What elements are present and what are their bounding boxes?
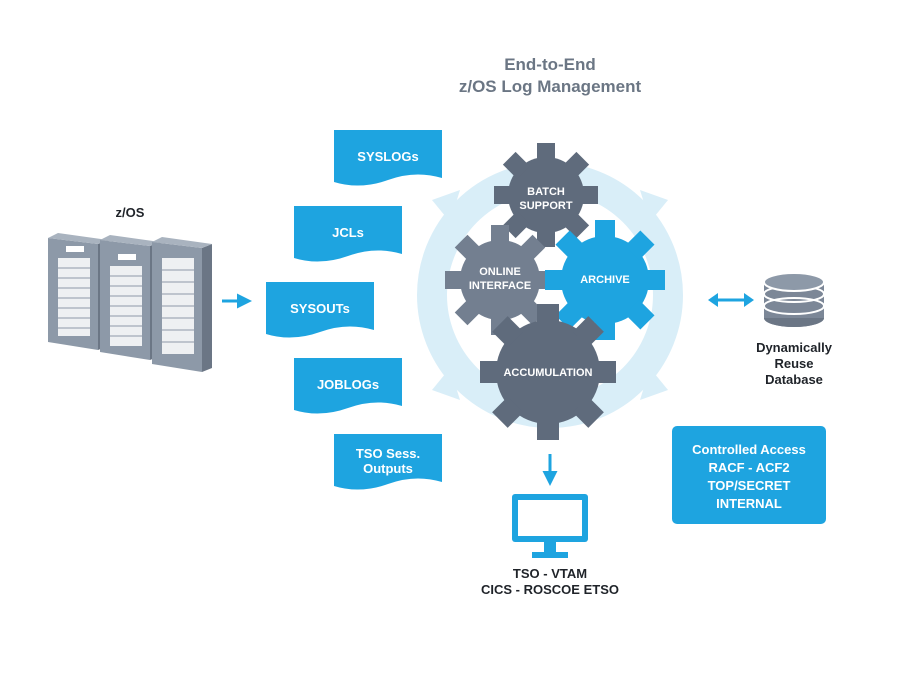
gear-label-accumulation: ACCUMULATION bbox=[503, 367, 593, 379]
database-label-line1: Dynamically bbox=[756, 340, 832, 355]
monitor-label-line1: TSO - VTAM bbox=[512, 566, 588, 581]
gear-label-batch-line1: BATCH bbox=[527, 186, 565, 198]
access-line-3: TOP/SECRET bbox=[707, 478, 791, 493]
database-icon bbox=[763, 272, 825, 327]
doc-label-sysouts: SYSOUTs bbox=[290, 301, 350, 316]
database-label-line3: Database bbox=[765, 372, 823, 387]
gear-label-batch-line2: SUPPORT bbox=[519, 200, 573, 212]
doc-shape-joblogs bbox=[294, 358, 402, 414]
server-rack-icon bbox=[48, 233, 212, 372]
diagram-title-line2: z/OS Log Management bbox=[458, 77, 642, 96]
gear-label-online-line2: INTERFACE bbox=[468, 280, 532, 292]
gear-label-archive: ARCHIVE bbox=[580, 274, 630, 286]
doc-label-syslogs: SYSLOGs bbox=[357, 149, 419, 164]
doc-label-jcls: JCLs bbox=[332, 225, 364, 240]
database-label-line2: Reuse bbox=[774, 356, 814, 371]
diagram-title-line1: End-to-End bbox=[504, 55, 596, 74]
controlled-access-box bbox=[672, 426, 826, 524]
access-line-2: RACF - ACF2 bbox=[708, 460, 790, 475]
gear-label-online-line1: ONLINE bbox=[479, 266, 521, 278]
monitor-icon bbox=[512, 494, 588, 558]
doc-label-joblogs: JOBLOGs bbox=[316, 377, 380, 392]
gear-shapes bbox=[445, 143, 665, 440]
double-arrow-icon bbox=[708, 293, 754, 307]
doc-label-tso-line1: TSO Sess. bbox=[355, 446, 421, 461]
doc-label-tso-line2: Outputs bbox=[363, 461, 413, 476]
zos-label: z/OS bbox=[115, 205, 145, 220]
monitor-label-line2: CICS - ROSCOE ETSO bbox=[481, 582, 619, 597]
access-line-4: INTERNAL bbox=[716, 496, 782, 511]
doc-shape-syslogs bbox=[334, 130, 442, 186]
access-line-1: Controlled Access bbox=[692, 442, 806, 457]
doc-shape-tso bbox=[334, 434, 442, 490]
document-shapes bbox=[266, 130, 442, 490]
doc-shape-jcls bbox=[294, 206, 402, 262]
doc-shape-sysouts bbox=[266, 282, 374, 338]
